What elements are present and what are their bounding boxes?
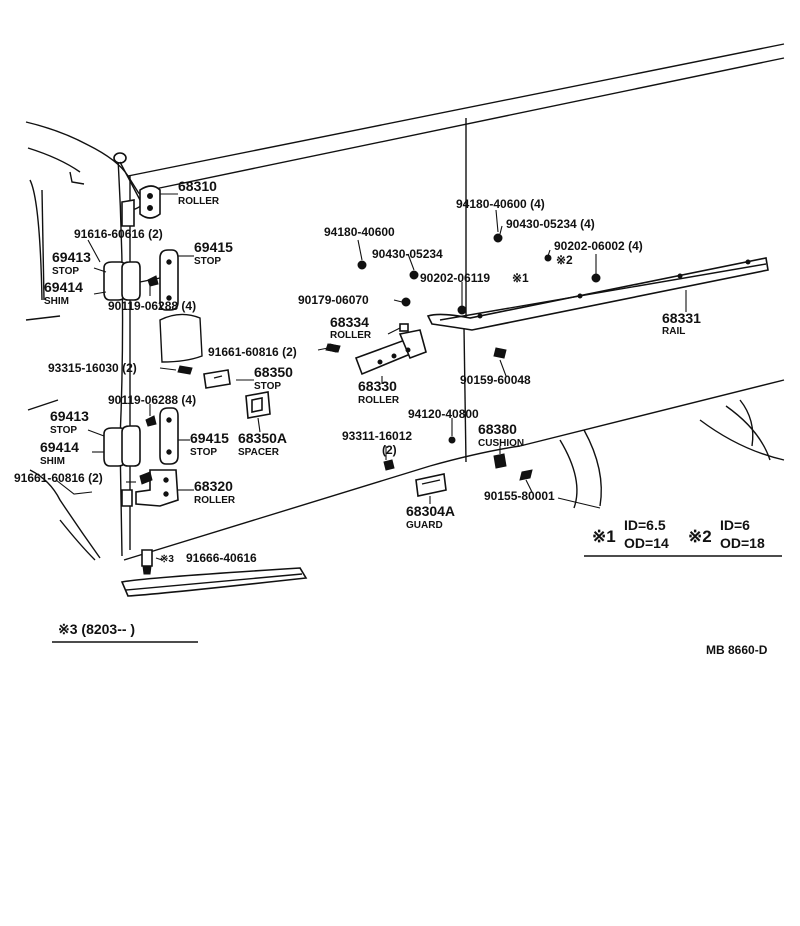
- label-94180a: 94180-40600: [324, 225, 395, 239]
- guard-68304A: [415, 473, 447, 497]
- label-91661a: 91661-60816 (2): [208, 345, 297, 359]
- label-90119b: 90119-06288 (4): [108, 393, 196, 407]
- label-90202a: 90202-06119: [420, 271, 490, 285]
- label-68331: 68331: [662, 310, 701, 326]
- label-68350-name: STOP: [254, 381, 281, 392]
- label-90430b: 90430-05234 (4): [506, 217, 595, 231]
- label-68380: 68380: [478, 421, 517, 437]
- part-labels: 68310 ROLLER 91616-60616 (2) 69415 STOP …: [14, 178, 701, 565]
- note-2-symbol: ※2: [688, 527, 712, 546]
- label-94180b: 94180-40600 (4): [456, 197, 545, 211]
- upper-roller-68310: [113, 152, 161, 227]
- label-69414a-name: SHIM: [44, 296, 69, 307]
- label-90119a: 90119-06288 (4): [108, 299, 196, 313]
- label-93315: 93315-16030 (2): [48, 361, 137, 375]
- label-69414a: 69414: [44, 279, 83, 295]
- label-90179: 90179-06070: [298, 293, 369, 307]
- mark-1-washer: ※1: [512, 271, 529, 285]
- label-68334: 68334: [330, 314, 369, 330]
- label-69413b-name: STOP: [50, 425, 77, 436]
- van-body-outline: [25, 43, 785, 561]
- label-68330: 68330: [358, 378, 397, 394]
- mark-2-washer: ※2: [556, 253, 573, 267]
- washer-notes: ※1 ID=6.5 OD=14 ※2 ID=6 OD=18: [584, 517, 782, 557]
- label-68331-name: RAIL: [662, 326, 685, 337]
- label-68350A-name: SPACER: [238, 447, 280, 458]
- note-2-od: OD=18: [720, 535, 765, 551]
- note-1-id: ID=6.5: [624, 517, 666, 533]
- label-90159: 90159-60048: [460, 373, 531, 387]
- label-69413a-name: STOP: [52, 266, 79, 277]
- mark-3-bolt: ※3: [160, 554, 174, 565]
- label-91661b: 91661-60816 (2): [14, 471, 103, 485]
- label-90202b: 90202-06002 (4): [554, 239, 643, 253]
- lower-stop-shim: [103, 407, 179, 467]
- label-68304A: 68304A: [406, 503, 455, 519]
- label-69414b: 69414: [40, 439, 79, 455]
- rail-68331: [426, 257, 769, 331]
- label-68310-name: ROLLER: [178, 196, 220, 207]
- label-68310: 68310: [178, 178, 217, 194]
- label-69413b: 69413: [50, 408, 89, 424]
- stop-68350: [203, 369, 231, 389]
- label-69415b: 69415: [190, 430, 229, 446]
- diagram-code: MB 8660-D: [706, 643, 768, 657]
- cushion-68380: [493, 453, 507, 469]
- note-2-id: ID=6: [720, 517, 750, 533]
- label-69415a: 69415: [194, 239, 233, 255]
- label-90430a: 90430-05234: [372, 247, 443, 261]
- spacer-68350A: [245, 391, 271, 419]
- note-3: ※3 (8203-- ): [58, 621, 135, 637]
- label-68334-name: ROLLER: [330, 330, 372, 341]
- serial-note: ※3 (8203-- ): [52, 621, 198, 643]
- label-68330-name: ROLLER: [358, 395, 400, 406]
- label-68320: 68320: [194, 478, 233, 494]
- label-91666: 91666-40616: [186, 551, 257, 565]
- part-drawings: [103, 152, 769, 597]
- label-69413a: 69413: [52, 249, 91, 265]
- note-1-symbol: ※1: [592, 527, 616, 546]
- bolt-91666: [141, 549, 153, 575]
- bolt-93315: [177, 365, 193, 375]
- label-69415b-name: STOP: [190, 447, 217, 458]
- center-roller-68330: [325, 323, 427, 376]
- label-68304A-name: GUARD: [406, 520, 443, 531]
- label-94120: 94120-40800: [408, 407, 479, 421]
- step-molding: [120, 567, 308, 597]
- label-68320-name: ROLLER: [194, 495, 236, 506]
- label-93311: 93311-16012: [342, 429, 412, 443]
- note-1-od: OD=14: [624, 535, 669, 551]
- label-69415a-name: STOP: [194, 256, 221, 267]
- label-93311-qty: (2): [382, 443, 397, 457]
- label-90155: 90155-80001: [484, 489, 555, 503]
- label-69414b-name: SHIM: [40, 456, 65, 467]
- upper-stop-shim: [103, 249, 179, 311]
- leader-lines: [55, 193, 687, 561]
- label-68380-name: CUSHION: [478, 438, 524, 449]
- label-68350: 68350: [254, 364, 293, 380]
- lower-roller-68320: [121, 469, 179, 507]
- fasteners: [327, 233, 601, 481]
- label-68350A: 68350A: [238, 430, 287, 446]
- label-91616: 91616-60616 (2): [74, 227, 163, 241]
